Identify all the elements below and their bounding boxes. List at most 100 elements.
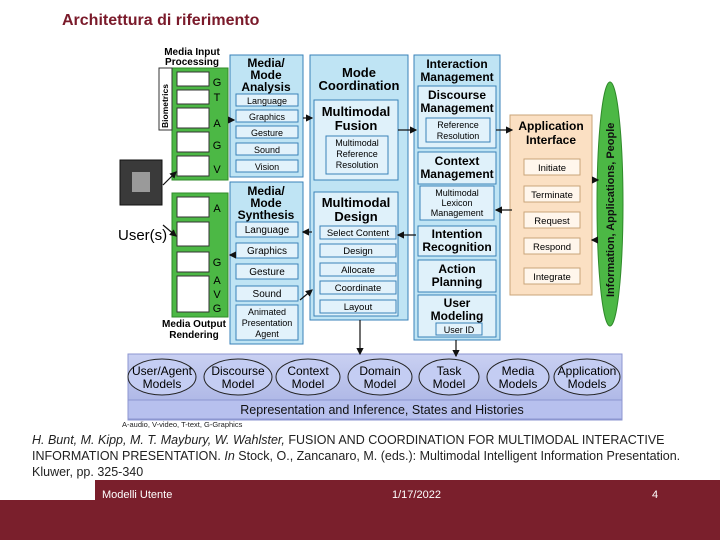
model-label: Context — [287, 364, 329, 378]
app-interface-item-label: Respond — [533, 242, 571, 253]
model-label: User/Agent — [132, 364, 193, 378]
legend-text: A-audio, V-video, T-text, G-Graphics — [122, 420, 243, 429]
design-item — [319, 299, 397, 314]
analysis-item-label: Gesture — [251, 128, 283, 138]
model-ellipse: User/Agent Models — [127, 358, 197, 396]
output-code: G — [213, 303, 222, 315]
synthesis-title: Synthesis — [238, 208, 295, 222]
analysis-item — [235, 109, 299, 123]
app-interface-item-label: Integrate — [533, 272, 571, 283]
user-label: User(s) — [118, 227, 167, 244]
app-interface-item-label: Terminate — [531, 190, 573, 201]
design-item — [319, 280, 397, 295]
reference-label: Reference — [437, 120, 479, 130]
synthesis-item — [235, 263, 299, 280]
model-ellipse: Task Model — [418, 358, 480, 396]
lexicon-label: Lexicon — [441, 198, 472, 208]
action-box — [417, 259, 497, 293]
analysis-item-label: Sound — [254, 145, 280, 155]
app-interface-item — [523, 211, 581, 229]
analysis-title: Mode — [250, 68, 282, 82]
analysis-item — [235, 159, 299, 173]
output-code: G — [213, 257, 222, 269]
citation-title: FUSION AND COORDINATION FOR MULTIMODAL I… — [32, 433, 665, 463]
model-label: Media — [502, 364, 535, 378]
analysis-item-label: Language — [247, 96, 287, 106]
output-device — [176, 196, 210, 218]
context-label: Context — [435, 154, 480, 168]
information-ellipse-label: Information, Applications, People — [605, 123, 617, 297]
input-code: G — [213, 140, 222, 152]
lexicon-box — [419, 185, 495, 221]
fusion-title: Multimodal — [322, 104, 391, 119]
mode-coordination-title: Mode — [342, 65, 376, 80]
model-label: Models — [143, 377, 182, 391]
model-label: Domain — [359, 364, 400, 378]
model-label: Task — [437, 364, 463, 378]
app-interface-item-label: Initiate — [538, 163, 566, 174]
analysis-item — [235, 142, 299, 156]
agent-label: Presentation — [242, 318, 293, 328]
interaction-title: Management — [420, 70, 493, 84]
analysis-item-label: Vision — [255, 162, 279, 172]
lexicon-label: Management — [431, 208, 484, 218]
biometrics-box — [158, 67, 173, 131]
user-id-label: User ID — [444, 325, 475, 335]
model-ellipse: Discourse Model — [203, 358, 273, 396]
synthesis-item-label: Gesture — [249, 267, 285, 278]
design-item-label: Select Content — [327, 228, 390, 239]
model-ellipse: Context Model — [275, 358, 341, 396]
fusion-sub-label: Multimodal — [335, 138, 379, 148]
design-item-label: Coordinate — [335, 283, 381, 294]
input-device — [176, 131, 210, 153]
model-label: Model — [292, 377, 325, 391]
app-interface-item — [523, 185, 581, 203]
design-item-label: Design — [343, 246, 373, 257]
mode-coordination-title: Coordination — [319, 78, 400, 93]
synthesis-title: Media/ — [247, 184, 285, 198]
interaction-title: Interaction — [426, 57, 487, 71]
action-label: Planning — [432, 275, 483, 289]
lexicon-label: Multimodal — [435, 188, 479, 198]
synthesis-item-label: Language — [245, 225, 290, 236]
footer-date: 1/17/2022 — [392, 489, 441, 501]
agent-label: Animated — [248, 307, 286, 317]
intention-box — [417, 225, 497, 257]
discourse-label: Management — [420, 101, 493, 115]
model-label: Model — [364, 377, 397, 391]
action-label: Action — [438, 262, 475, 276]
model-label: Application — [558, 364, 617, 378]
output-device — [176, 221, 210, 247]
synthesis-item-label: Graphics — [247, 246, 287, 257]
context-box — [417, 151, 497, 185]
app-interface-item — [523, 267, 581, 285]
user-modeling-label: Modeling — [431, 309, 484, 323]
design-item — [319, 262, 397, 277]
model-label: Model — [222, 377, 255, 391]
design-title: Multimodal — [322, 195, 391, 210]
analysis-item — [235, 125, 299, 139]
citation-in: In — [224, 449, 235, 463]
agent-box — [235, 304, 299, 341]
media-input-title: Media Input — [164, 47, 220, 58]
model-ellipse: Media Models — [486, 358, 550, 396]
architecture-diagram: Representation and Inference, States and… — [118, 47, 624, 429]
intention-label: Intention — [432, 227, 483, 241]
input-code: A — [213, 118, 221, 130]
app-interface-item — [523, 158, 581, 176]
input-code: G — [213, 77, 222, 89]
agent-label: Agent — [255, 329, 279, 339]
app-interface-item — [523, 237, 581, 255]
user-id-box — [435, 322, 483, 336]
discourse-label: Discourse — [428, 88, 486, 102]
user-modeling-label: User — [444, 296, 471, 310]
design-item-label: Layout — [344, 302, 373, 313]
footer-corner — [0, 480, 95, 500]
model-label: Model — [433, 377, 466, 391]
slide-title: Architettura di riferimento — [62, 12, 260, 29]
output-code: A — [213, 275, 221, 287]
synthesis-item-label: Sound — [253, 289, 282, 300]
output-device — [176, 275, 210, 313]
information-ellipse — [596, 81, 624, 327]
representation-label: Representation and Inference, States and… — [240, 403, 524, 417]
